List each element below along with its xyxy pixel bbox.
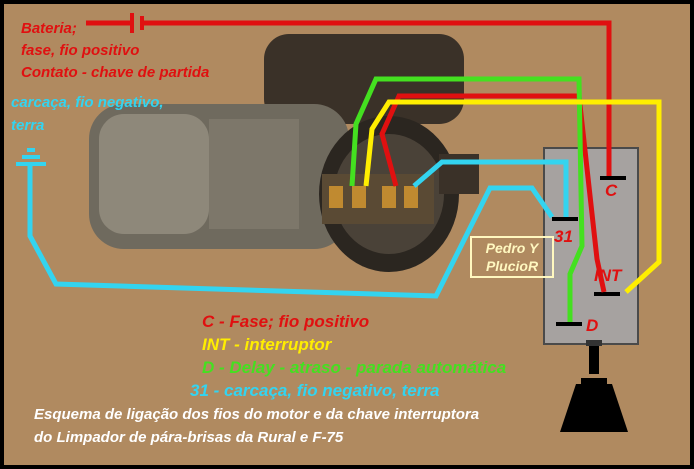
battery-phase-label: fase, fio positivo: [21, 42, 140, 59]
switch-knob-top: [581, 378, 607, 386]
terminal-1: [329, 186, 343, 208]
wire-ground-cyan: [27, 164, 555, 299]
wire-interrupter-yellow: [363, 99, 662, 294]
legend-c: C - Fase; fio positivo: [202, 312, 370, 331]
wiring-diagram: [16, 13, 662, 432]
wire-phase-red: [142, 20, 612, 176]
terminal-label-c: C: [605, 181, 618, 200]
diagram-panel: Bateria; fase, fio positivo Contato - ch…: [4, 4, 690, 465]
terminal-2: [352, 186, 366, 208]
motor-endcap: [99, 114, 209, 234]
motor-photo: [89, 34, 479, 272]
terminal-3: [382, 186, 396, 208]
author-line-2: PlucioR: [485, 258, 539, 274]
switch-box: [543, 147, 639, 345]
battery-label: Bateria;: [21, 20, 77, 37]
terminal-4: [404, 186, 418, 208]
wire-ground-motor: [412, 159, 569, 217]
caption-line-2: do Limpador de pára-brisas da Rural e F-…: [34, 429, 344, 446]
terminal-bar-d: [556, 322, 582, 326]
switch-stem-top: [586, 340, 602, 346]
legend-int: INT - interruptor: [202, 335, 332, 354]
terminal-label-d: D: [586, 316, 599, 335]
caption-line-1: Esquema de ligação dos fios do motor e d…: [34, 406, 480, 423]
ground-label-line1: carcaça, fio negativo,: [11, 94, 164, 111]
author-label: Pedro Y PlucioR: [470, 236, 554, 278]
legend-31: 31 - carcaça, fio negativo, terra: [190, 381, 440, 400]
wire-red-motor: [379, 93, 607, 293]
ground-label-line2: terra: [11, 117, 45, 134]
terminal-bar-31: [552, 217, 578, 221]
terminal-bar-int: [594, 292, 620, 296]
terminal-bar-c: [600, 176, 626, 180]
legend-d: D - Delay - atraso - parada automática: [202, 358, 507, 377]
author-line-1: Pedro Y: [485, 240, 539, 256]
switch-knob: [560, 384, 628, 432]
motor-can: [209, 119, 299, 229]
terminal-label-31: 31: [554, 227, 573, 246]
terminal-label-int: INT: [594, 266, 622, 285]
wire-delay-green: [349, 76, 585, 322]
contact-label: Contato - chave de partida: [21, 64, 210, 81]
switch-stem: [589, 344, 599, 374]
